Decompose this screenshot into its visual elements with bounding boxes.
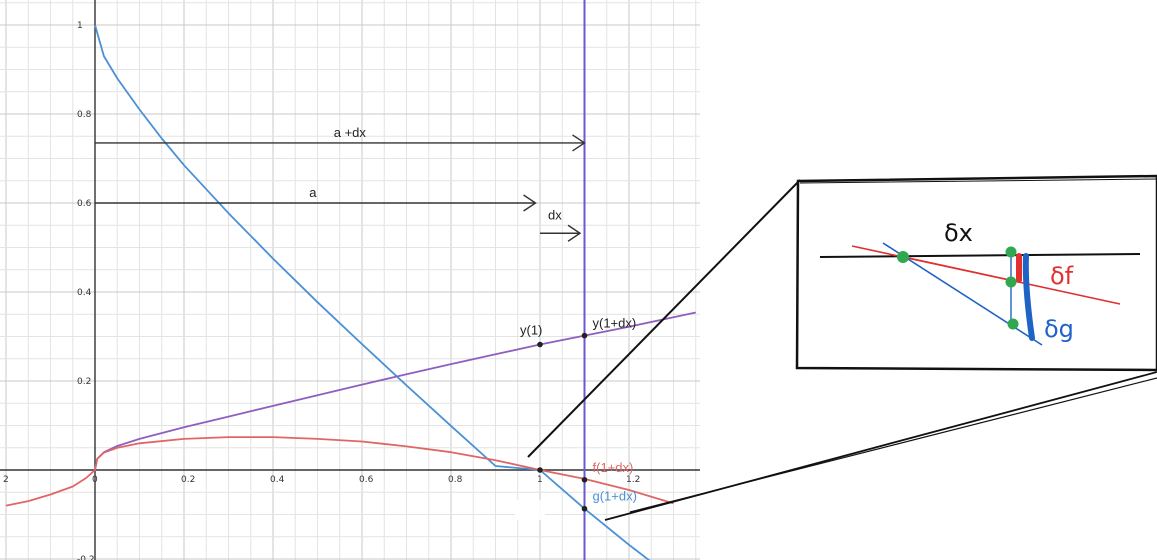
y-tick-label: 1 xyxy=(77,21,83,31)
tick-labels: 2 0 0.2 0.4 0.6 0.8 1 1.2 -0.2 0.2 0.4 0.6 0.8 1 xyxy=(3,21,640,560)
data-point xyxy=(581,332,588,339)
inset-label-dg: δg xyxy=(1044,315,1074,343)
x-tick-label: 0.4 xyxy=(270,475,285,485)
x-tick-label: 0 xyxy=(92,475,98,485)
zoom-inset: δx δf δg xyxy=(795,174,1157,372)
mask-patch xyxy=(515,500,545,520)
arrow-head xyxy=(567,224,582,242)
y-tick-label: 0.2 xyxy=(77,377,91,387)
inset-delta-g-bar xyxy=(1022,253,1035,341)
x-tick-label: 1 xyxy=(537,475,543,485)
x-tick-label: 0.2 xyxy=(181,475,195,485)
point-label: g(1+dx) xyxy=(593,489,637,504)
inset-point-top xyxy=(1005,246,1017,258)
series-line-blue xyxy=(94,24,651,560)
axes xyxy=(0,0,700,560)
arrow-label: dx xyxy=(548,207,562,222)
y-tick-label: 0.6 xyxy=(77,199,92,209)
series-line-purple xyxy=(94,311,696,471)
inset-line-red-2 xyxy=(899,255,1016,282)
arrow-head xyxy=(572,134,586,152)
inset-frame-double xyxy=(799,178,1157,184)
point-markers: y(1) y(1+dx) f(1+dx) g(1+dx) xyxy=(520,316,637,512)
inset-label-dx: δx xyxy=(944,219,973,247)
x-tick-label: 0.8 xyxy=(448,475,463,485)
arrow-annotations: a +dx a dx xyxy=(95,125,586,242)
zoom-connector-lower-2 xyxy=(629,377,1157,513)
grid xyxy=(0,0,700,560)
y-tick-label: -0.2 xyxy=(77,555,95,560)
point-label: y(1+dx) xyxy=(593,316,637,331)
series-layer xyxy=(5,0,696,560)
point-label: f(1+dx) xyxy=(593,460,634,475)
y-tick-label: 0.4 xyxy=(77,288,92,298)
zoom-connectors xyxy=(527,179,1157,521)
arrow-head xyxy=(523,194,537,212)
zoom-connector-upper xyxy=(527,179,801,458)
y-tick-label: 0.8 xyxy=(77,110,92,120)
inset-tangent-black xyxy=(819,253,1141,258)
data-point xyxy=(581,476,588,483)
point-label: y(1) xyxy=(520,323,542,338)
x-tick-label: 2 xyxy=(3,475,9,485)
inset-point-bottom xyxy=(1007,318,1019,330)
inset-label-df: δf xyxy=(1050,262,1074,290)
data-point xyxy=(537,467,543,473)
series-line-red xyxy=(5,436,674,507)
x-tick-label: 0.6 xyxy=(359,475,374,485)
x-tick-label: 1.2 xyxy=(626,475,640,485)
inset-point-origin xyxy=(897,251,909,263)
arrow-label: a xyxy=(309,185,317,200)
arrow-label: a +dx xyxy=(334,125,367,140)
data-point xyxy=(581,505,588,512)
data-point xyxy=(537,341,543,348)
inset-point-mid xyxy=(1005,276,1017,288)
